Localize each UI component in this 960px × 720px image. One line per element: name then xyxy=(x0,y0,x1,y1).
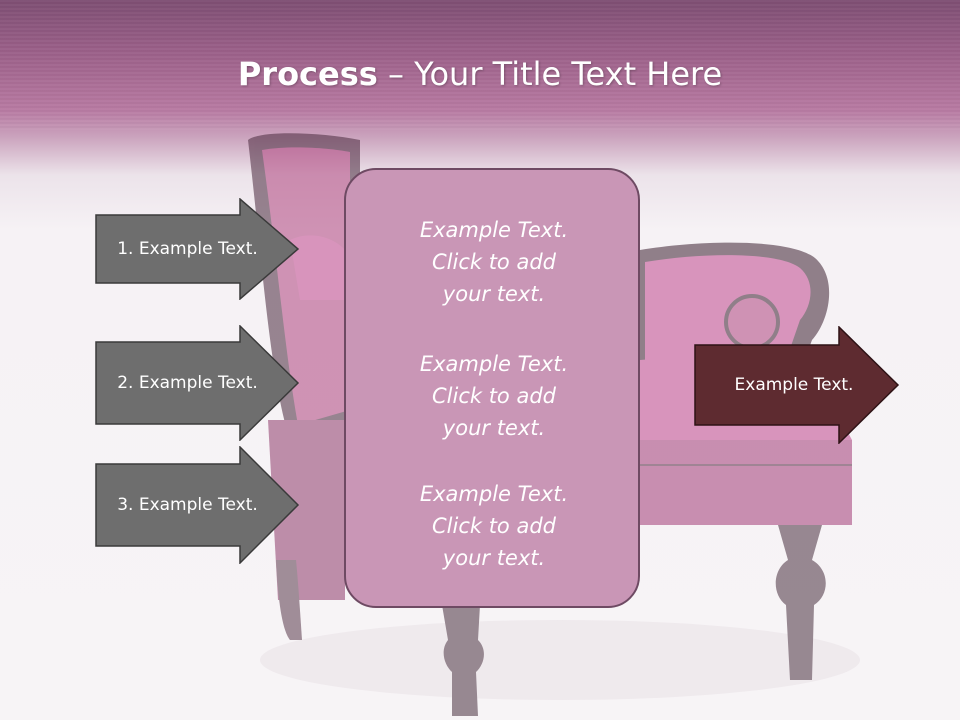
slide-title[interactable]: Process – Your Title Text Here xyxy=(0,52,960,96)
center-paragraph-3: Example Text. Click to add your text. xyxy=(419,482,569,570)
result-label: Example Text. xyxy=(734,375,854,395)
step-arrow-3[interactable]: 3. Example Text. xyxy=(95,446,300,564)
step-arrow-1[interactable]: 1. Example Text. xyxy=(95,198,300,300)
title-separator: – xyxy=(377,55,415,93)
result-arrow[interactable]: Example Text. xyxy=(694,326,900,444)
step-label-2: 2. Example Text. xyxy=(117,373,258,393)
arrow-shape-icon xyxy=(95,446,300,564)
title-text: Your Title Text Here xyxy=(414,55,723,93)
arrow-shape-icon xyxy=(95,325,300,441)
step-label-3: 3. Example Text. xyxy=(117,495,258,515)
arrow-shape-icon xyxy=(694,326,900,444)
title-band xyxy=(0,0,960,130)
step-arrow-2[interactable]: 2. Example Text. xyxy=(95,325,300,441)
arrow-shape-icon xyxy=(95,198,300,300)
center-text-box[interactable]: Example Text. Click to add your text. Ex… xyxy=(344,168,640,608)
title-bold: Process xyxy=(237,55,378,93)
step-label-1: 1. Example Text. xyxy=(117,239,258,259)
center-paragraph-2: Example Text. Click to add your text. xyxy=(419,352,569,440)
center-paragraph-1: Example Text. Click to add your text. xyxy=(419,218,569,306)
